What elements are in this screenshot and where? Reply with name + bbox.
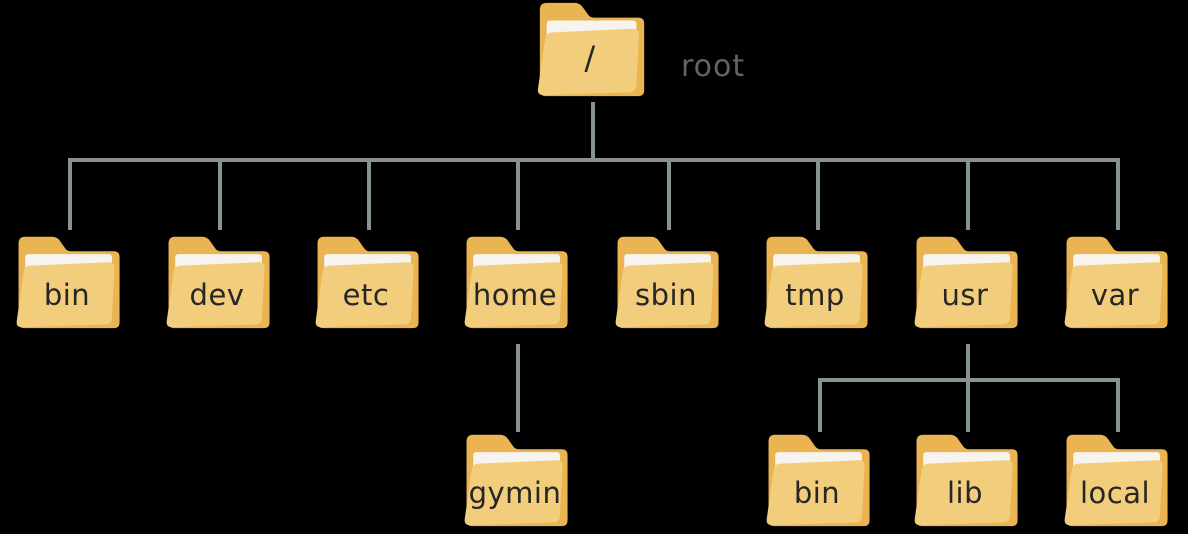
folder-label: local: [1079, 476, 1151, 510]
folder-var: var: [1057, 232, 1179, 332]
connector-level1-horizontal: [68, 158, 1120, 162]
folder-label: home: [472, 278, 558, 312]
folder-label: bin: [793, 476, 841, 510]
connector-drop-tmp: [816, 158, 820, 230]
folder-home: home: [457, 232, 579, 332]
connector-usr-horizontal: [818, 378, 1120, 382]
folder-sbin: sbin: [608, 232, 730, 332]
folder-label: tmp: [785, 278, 845, 312]
folder-label: dev: [189, 278, 245, 312]
folder-label: etc: [342, 278, 390, 312]
folder-usr-local: local: [1057, 430, 1179, 530]
folder-label: sbin: [635, 278, 697, 312]
folder-etc: etc: [308, 232, 430, 332]
folder-usr-bin: bin: [759, 430, 881, 530]
connector-drop-etc: [367, 158, 371, 230]
folder-home-gymin: gymin: [457, 430, 579, 530]
folder-label: usr: [941, 278, 989, 312]
connector-root-stem: [591, 102, 595, 160]
folder-root: /: [530, 0, 656, 100]
connector-drop-dev: [218, 158, 222, 230]
folder-label: bin: [43, 278, 91, 312]
folder-usr: usr: [907, 232, 1029, 332]
root-annotation: root: [681, 49, 746, 84]
folder-dev: dev: [159, 232, 281, 332]
folder-bin: bin: [9, 232, 131, 332]
connector-drop-bin: [68, 158, 72, 230]
connector-drop-usr-local: [1116, 378, 1120, 432]
connector-drop-sbin: [667, 158, 671, 230]
folder-label: /: [584, 39, 596, 77]
folder-tmp: tmp: [757, 232, 879, 332]
connector-usr-stem: [966, 344, 970, 432]
folder-label: lib: [946, 476, 984, 510]
connector-drop-usr: [966, 158, 970, 230]
folder-label: gymin: [468, 476, 562, 510]
connector-drop-home: [516, 158, 520, 230]
folder-usr-lib: lib: [907, 430, 1029, 530]
connector-home-gymin-stem: [516, 344, 520, 432]
folder-label: var: [1090, 278, 1140, 312]
connector-drop-var: [1116, 158, 1120, 230]
connector-drop-usr-bin: [818, 378, 822, 432]
